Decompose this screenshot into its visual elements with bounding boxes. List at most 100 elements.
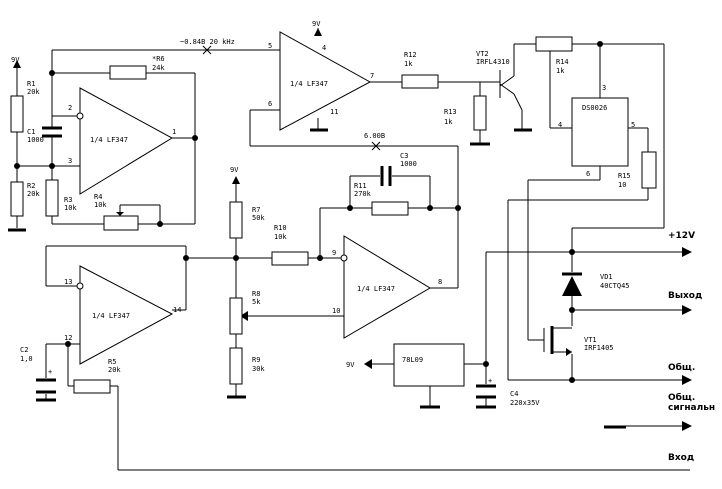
resistor-r2 (10, 181, 24, 217)
vt1-value: IRF1405 (584, 344, 614, 352)
ds-pin-6: 6 (586, 170, 590, 178)
pin-1: 1 (172, 128, 176, 136)
supply-label-top-amp: 9V (312, 20, 321, 28)
resistor-r12 (401, 74, 439, 89)
terminal-input-label: Вход (668, 453, 694, 463)
capacitor-c4 (476, 384, 496, 399)
r9-name: R9 (252, 356, 260, 364)
ds0026-label: DS0026 (582, 104, 607, 112)
r6-name: *R6 (152, 55, 165, 63)
common-arrow (682, 375, 692, 385)
r11-name: R11 (354, 182, 367, 190)
resistor-r10 (271, 251, 309, 266)
terminal-output-label: Выход (668, 291, 702, 301)
pin-4: 4 (322, 44, 326, 52)
r7-name: R7 (252, 206, 260, 214)
supply-label-reg-out: 9V (346, 361, 355, 369)
c3-name: C3 (400, 152, 408, 160)
terminal-common-label: Общ. (668, 362, 695, 373)
test-point-marks (202, 45, 381, 151)
pin-12: 12 (64, 334, 72, 342)
r10-name: R10 (274, 224, 287, 232)
u4-inverting-input (76, 282, 84, 290)
terminal-common-signal-label: Общ.сигнальн (668, 392, 715, 413)
pin-7: 7 (370, 72, 374, 80)
resistor-r1 (10, 95, 24, 133)
regulator-78l09 (393, 343, 465, 387)
pin-11: 11 (330, 108, 338, 116)
opamp-u4-label: 1/4 LF347 (92, 312, 130, 320)
grounds (8, 128, 626, 429)
mosfet-vt1 (543, 326, 572, 356)
resistor-r13 (473, 95, 487, 131)
dc-level-annotation: 6.00В (364, 132, 385, 140)
capacitor-c2 (36, 378, 56, 394)
resistor-r5 (73, 379, 111, 394)
r2-value: 20k (27, 190, 40, 198)
capacitor-c1 (42, 118, 62, 154)
r1-name: R1 (27, 80, 35, 88)
ds-pin-5: 5 (631, 121, 635, 129)
r12-value: 1k (404, 60, 413, 68)
resistor-r7 (229, 201, 243, 239)
terminal-common-signal-text-line2: сигнальн (668, 403, 715, 413)
r12-name: R12 (404, 51, 417, 59)
r4-name: R4 (94, 193, 102, 201)
r7-value: 50k (252, 214, 265, 222)
r8-name: R8 (252, 290, 260, 298)
r4-value: 10k (94, 201, 107, 209)
r11-value: 270k (354, 190, 372, 198)
resistor-r15 (641, 151, 657, 189)
resistor-r14 (535, 36, 573, 52)
opamp-u3: 1/4 LF347 (343, 235, 431, 339)
r3-value: 10k (64, 204, 77, 212)
opamp-u2-label: 1/4 LF347 (290, 80, 328, 88)
pin-14: 14 (173, 306, 181, 314)
r13-value: 1k (444, 118, 453, 126)
ds-pin-3: 3 (602, 84, 606, 92)
terminal-common-signal-text: Общ. (668, 392, 695, 403)
r14-name: R14 (556, 58, 569, 66)
r5-name: R5 (108, 358, 116, 366)
resistor-r8 (229, 297, 243, 335)
supply-arrow-top-left (13, 60, 21, 68)
supply-label-mid: 9V (230, 166, 239, 174)
pin-3: 3 (68, 157, 72, 165)
c4-plus-label: + (488, 377, 492, 385)
ac-level-annotation: ~0.84В 20 kHz (180, 38, 235, 46)
terminal-arrows (13, 28, 692, 431)
r8-value: 5k (252, 298, 261, 306)
supply-arrow-top-amp (314, 28, 322, 36)
resistor-r6 (109, 65, 147, 80)
resistor-r3 (45, 179, 59, 217)
vt2-name: VT2 (476, 50, 489, 58)
wires (16, 28, 690, 471)
r15-value: 10 (618, 181, 626, 189)
regulator-label: 78L09 (402, 356, 423, 364)
c1-value: 1000 (27, 136, 44, 144)
pin-2: 2 (68, 104, 72, 112)
resistor-r9 (229, 347, 243, 385)
pin-9: 9 (332, 249, 336, 257)
opamp-u2: 1/4 LF347 (279, 31, 372, 131)
r15-name: R15 (618, 172, 631, 180)
opamp-u3-label: 1/4 LF347 (357, 285, 395, 293)
r6-value: 24k (152, 64, 165, 72)
terminal-plus12-label: +12V (668, 231, 695, 241)
plus12-arrow (682, 247, 692, 257)
r5-value: 20k (108, 366, 121, 374)
c4-value: 220x35V (510, 399, 540, 407)
supply-label-top-left: 9V (11, 56, 20, 64)
capacitors: + + (36, 118, 496, 399)
pin-5: 5 (268, 42, 272, 50)
reg-out-arrow (364, 359, 372, 369)
opamp-u1-label: 1/4 LF347 (90, 136, 128, 144)
c2-value: 1,0 (20, 355, 33, 363)
u3-inverting-input (340, 254, 348, 262)
r13-name: R13 (444, 108, 457, 116)
r8-wiper-arrow (240, 311, 248, 321)
diode-vd1 (562, 272, 582, 296)
c2-name: C2 (20, 346, 28, 354)
opamp-u4: 1/4 LF347 (79, 265, 174, 365)
